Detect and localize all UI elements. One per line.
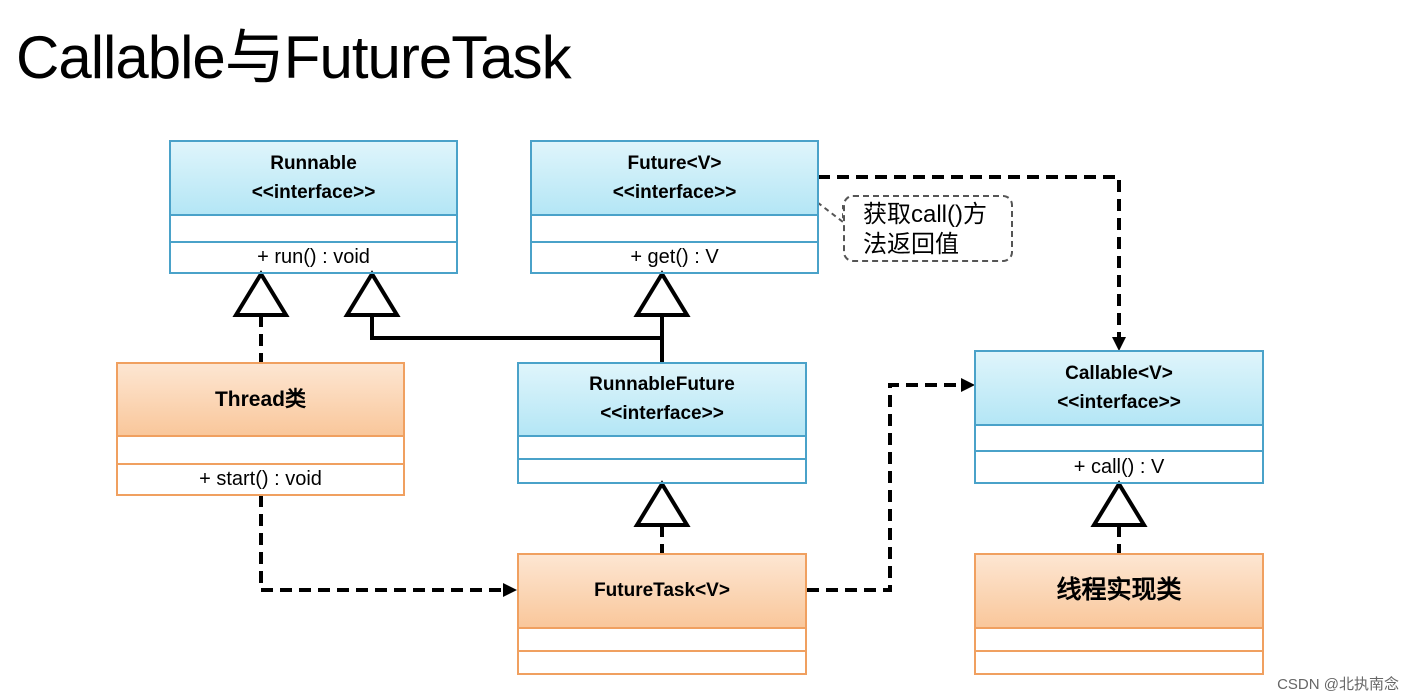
futuretask-to-callable-line: [807, 383, 962, 592]
attributes-section: [976, 629, 1262, 653]
class-header: Callable<V> <<interface>>: [976, 352, 1262, 426]
class-name: Thread类: [214, 387, 306, 411]
callable-box: Callable<V> <<interface>> + call() : V: [974, 350, 1264, 484]
thread-box: Thread类 + start() : void: [116, 362, 405, 496]
class-header: Runnable <<interface>>: [171, 142, 456, 216]
class-header: Thread类: [118, 364, 403, 437]
thread-impl-box: 线程实现类: [974, 553, 1264, 675]
note-line-2: 法返回值: [863, 231, 959, 258]
operations-section: [976, 652, 1262, 673]
class-name: FutureTask<V>: [594, 580, 730, 602]
class-name: Callable<V>: [1065, 362, 1173, 384]
note-callout: 获取call()方 法返回值: [843, 195, 1013, 262]
class-stereotype: <<interface>>: [1057, 391, 1181, 413]
operation-text: + get() : V: [630, 246, 719, 269]
class-name: 线程实现类: [1056, 576, 1182, 605]
attributes-section: [171, 216, 456, 244]
inheritance-triangle-icon: [1090, 480, 1148, 527]
attributes-section: [532, 216, 817, 244]
arrowhead: [503, 583, 517, 597]
attributes-section: [519, 629, 805, 653]
page-title: Callable与FutureTask: [16, 24, 572, 91]
arrowhead: [961, 378, 975, 392]
note-line-1: 获取call()方: [863, 201, 987, 228]
future-box: Future<V> <<interface>> + get() : V: [530, 140, 819, 274]
class-stereotype: <<interface>>: [612, 181, 737, 203]
thread-to-futuretask-line: [259, 495, 505, 592]
arrowhead: [1112, 337, 1126, 351]
operation-text: + call() : V: [1073, 455, 1165, 478]
future-to-callable-line: [818, 175, 1121, 338]
operations-section: [519, 460, 805, 482]
class-name: Runnable: [270, 152, 357, 174]
attributes-section: [118, 437, 403, 466]
class-name: RunnableFuture: [589, 374, 735, 396]
operations-section: [519, 652, 805, 673]
class-header: 线程实现类: [976, 555, 1262, 629]
inheritance-triangle-icon: [232, 270, 290, 317]
class-header: RunnableFuture <<interface>>: [519, 364, 805, 437]
runnablefuture-extends-line: [370, 315, 664, 362]
class-name: Future<V>: [627, 152, 722, 174]
operation-text: + start() : void: [199, 468, 322, 491]
watermark: CSDN @北执南念: [1277, 676, 1399, 693]
inheritance-triangle-icon: [633, 270, 691, 317]
futuretask-box: FutureTask<V>: [517, 553, 807, 675]
runnablefuture-box: RunnableFuture <<interface>>: [517, 362, 807, 484]
operation-text: + run() : void: [257, 246, 370, 269]
inheritance-triangle-icon: [343, 270, 401, 317]
runnable-box: Runnable <<interface>> + run() : void: [169, 140, 458, 274]
class-stereotype: <<interface>>: [251, 181, 376, 203]
attributes-section: [976, 426, 1262, 453]
attributes-section: [519, 437, 805, 461]
class-header: FutureTask<V>: [519, 555, 805, 629]
inheritance-triangle-icon: [633, 480, 691, 527]
class-stereotype: <<interface>>: [600, 403, 724, 425]
class-header: Future<V> <<interface>>: [532, 142, 817, 216]
